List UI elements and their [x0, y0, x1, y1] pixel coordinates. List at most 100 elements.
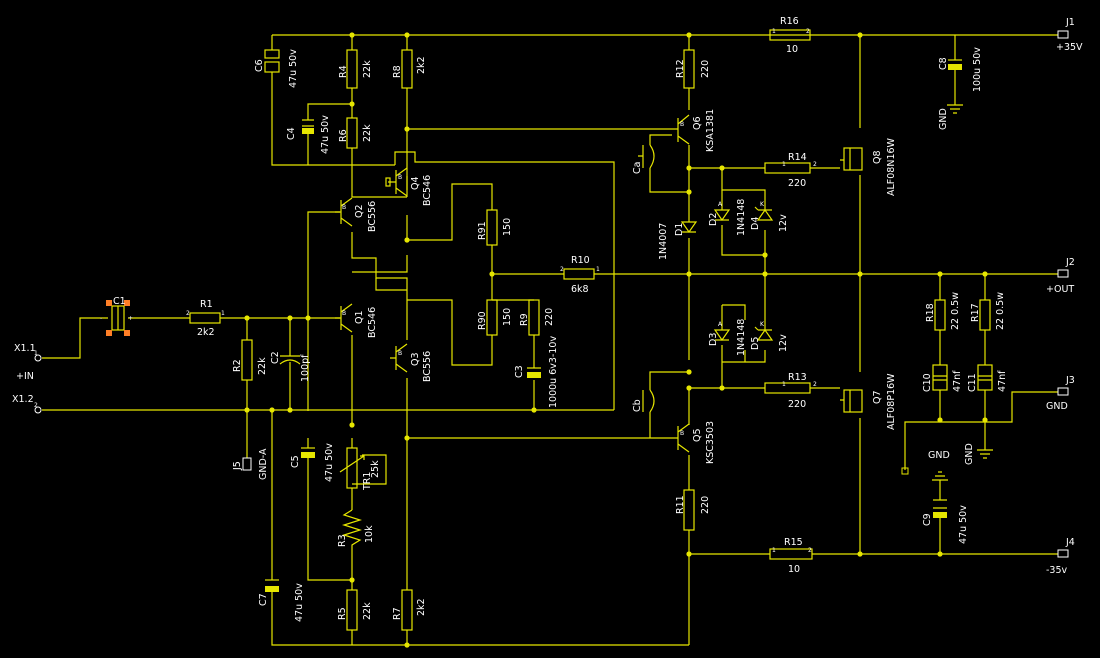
q8-ref: Q8: [872, 150, 883, 164]
c3-symbol[interactable]: [527, 365, 541, 378]
c11-ref: C11: [967, 373, 978, 392]
d2-ref: D2: [708, 213, 719, 226]
j1-label: J1: [1065, 17, 1075, 28]
q6-ref: Q6: [692, 116, 703, 130]
r4-ref: R4: [338, 65, 349, 78]
c8-symbol[interactable]: [947, 50, 963, 114]
r15-body[interactable]: [769, 548, 813, 560]
d5-symbol[interactable]: [754, 326, 774, 341]
r10-body[interactable]: [563, 268, 595, 280]
r7-ref: R7: [392, 607, 403, 620]
pin-number: 2: [813, 161, 817, 168]
d3-value: 1N4148: [736, 319, 747, 356]
c10-symbol[interactable]: [932, 364, 948, 391]
tr1-body[interactable]: [346, 447, 358, 489]
q7-symbol[interactable]: [840, 389, 863, 413]
r14-body[interactable]: [764, 162, 811, 174]
r5-body[interactable]: [346, 589, 358, 631]
wires: [42, 34, 1058, 646]
r8-ref: R8: [392, 65, 403, 78]
resistors: [189, 29, 991, 631]
r11-body[interactable]: [683, 489, 695, 531]
labels: X1.1 +IN X1.2 J1 +35V J2 +OUT J3 GND J4 …: [12, 16, 1083, 622]
j5-label: J5: [232, 461, 243, 471]
j3-pin[interactable]: [1057, 387, 1069, 396]
j5-pin[interactable]: [242, 457, 252, 471]
c6-symbol[interactable]: [264, 49, 280, 85]
x1-1-pin[interactable]: [34, 354, 42, 362]
x1-2-pin[interactable]: [34, 406, 42, 414]
q6-symbol[interactable]: [672, 114, 690, 145]
gnd-pad[interactable]: [901, 467, 909, 475]
r9-ref: R9: [519, 313, 530, 326]
r4-body[interactable]: [346, 49, 358, 89]
diodes: [680, 190, 774, 342]
r2-body[interactable]: [241, 339, 253, 381]
c1-symbol[interactable]: [106, 300, 130, 336]
r16-ref: R16: [780, 16, 799, 27]
r12-body[interactable]: [683, 49, 695, 89]
r18-value: 22 0.5w: [950, 292, 961, 330]
pin-number: +: [128, 315, 133, 322]
pin-number: 1: [782, 161, 786, 168]
pin-label: B: [680, 121, 684, 128]
c7-symbol[interactable]: [265, 579, 279, 605]
q2-symbol[interactable]: [335, 197, 353, 227]
q1-symbol[interactable]: [335, 303, 353, 333]
r5-value: 22k: [362, 602, 373, 620]
r6-body[interactable]: [346, 117, 358, 149]
pin-number: 1: [34, 350, 38, 357]
c5-ref: C5: [290, 455, 301, 468]
j3-label: J3: [1065, 375, 1075, 386]
q5-symbol[interactable]: [672, 423, 690, 453]
d5-ref: D5: [750, 337, 761, 350]
r16-body[interactable]: [769, 29, 811, 41]
cb-symbol[interactable]: [642, 389, 655, 413]
r16-value: 10: [786, 44, 798, 55]
d3-symbol[interactable]: [713, 329, 731, 342]
r17-body[interactable]: [979, 299, 991, 331]
j4-pin[interactable]: [1057, 549, 1069, 558]
r1-ref: R1: [200, 299, 213, 310]
d1-symbol[interactable]: [680, 200, 698, 234]
r13-body[interactable]: [764, 382, 811, 394]
gnd-label-c9: GND: [928, 450, 950, 461]
r12-value: 220: [700, 60, 711, 78]
d4-value: 12v: [778, 214, 789, 232]
junctions: [244, 32, 988, 648]
r91-body[interactable]: [486, 209, 498, 246]
j5-value: GND-A: [258, 448, 269, 480]
x1-2-label: X1.2: [12, 394, 34, 405]
r11-ref: R11: [675, 495, 686, 514]
j4-value: -35v: [1046, 565, 1068, 576]
q4-symbol[interactable]: [385, 167, 408, 197]
connectors: [34, 30, 1069, 558]
j1-value: +35V: [1056, 42, 1083, 53]
pin-number: 2: [806, 28, 810, 35]
d4-symbol[interactable]: [754, 206, 774, 221]
q8-symbol[interactable]: [840, 147, 863, 171]
j1-pin[interactable]: [1057, 30, 1069, 39]
r1-body[interactable]: [189, 312, 221, 324]
c4-symbol[interactable]: [302, 119, 314, 140]
d2-symbol[interactable]: [713, 190, 731, 222]
q3-symbol[interactable]: [390, 343, 408, 373]
r3-body[interactable]: [341, 509, 363, 555]
r8-body[interactable]: [401, 49, 413, 89]
c5-symbol[interactable]: [301, 447, 315, 480]
c11-value: 47nf: [997, 370, 1008, 392]
c2-symbol[interactable]: [279, 340, 301, 380]
r9-body[interactable]: [528, 299, 540, 336]
d5-value: 12v: [778, 334, 789, 352]
r7-body[interactable]: [401, 589, 413, 631]
q6-value: KSA1381: [705, 109, 716, 152]
cb-ref: Cb: [632, 399, 643, 412]
c9-symbol[interactable]: [932, 471, 948, 535]
r90-body[interactable]: [486, 299, 498, 336]
ca-symbol[interactable]: [638, 144, 655, 169]
r18-body[interactable]: [934, 299, 946, 331]
r12-ref: R12: [675, 59, 686, 78]
c11-symbol[interactable]: [977, 364, 993, 459]
j2-pin[interactable]: [1057, 269, 1069, 278]
